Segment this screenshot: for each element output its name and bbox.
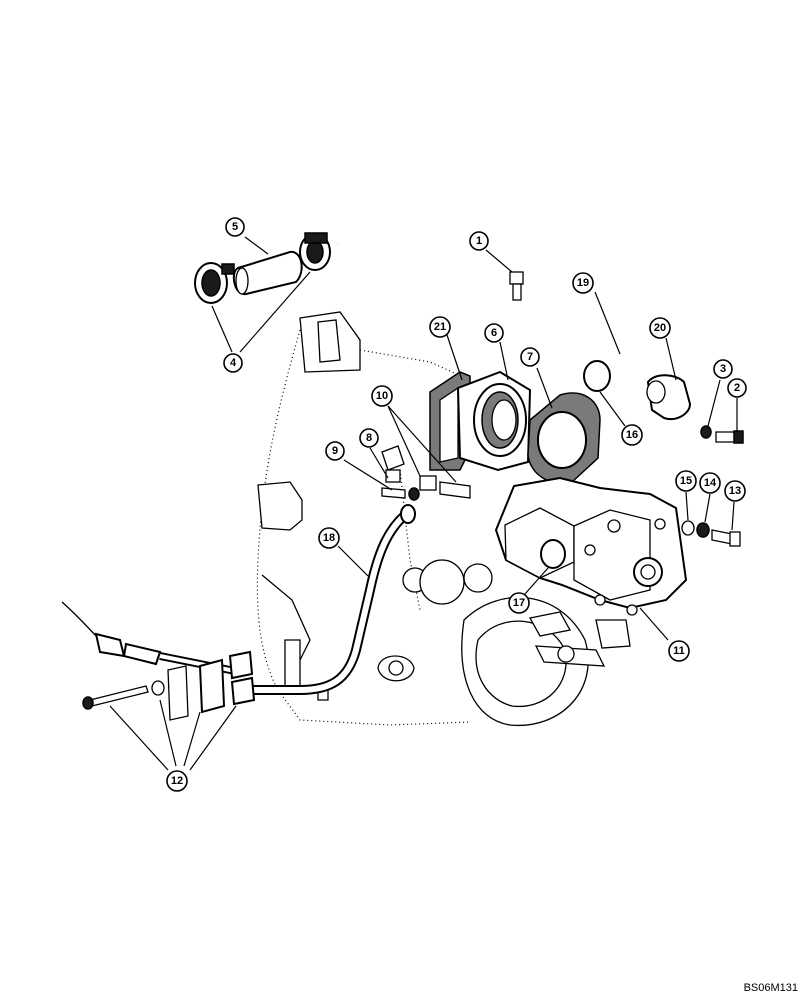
svg-text:3: 3: [720, 363, 726, 375]
adapter-6: [456, 370, 532, 472]
washer-15: [681, 520, 695, 536]
fitting-8: [381, 445, 405, 483]
svg-text:11: 11: [673, 645, 685, 657]
drawing-code: BS06M131: [743, 982, 798, 994]
bolt-2: [715, 430, 744, 444]
svg-text:15: 15: [680, 475, 692, 487]
svg-text:10: 10: [376, 390, 388, 402]
tube-end-fitting: [61, 601, 241, 676]
hose-clamp-right: [299, 232, 331, 271]
callout-21: 21: [429, 316, 451, 338]
svg-text:1: 1: [476, 235, 482, 247]
callout-13: 13: [724, 480, 746, 502]
lower-tube: [242, 504, 416, 695]
svg-text:13: 13: [729, 485, 741, 497]
svg-text:16: 16: [626, 429, 638, 441]
callout-20: 20: [649, 317, 671, 339]
callout-3: 3: [713, 359, 733, 379]
callout-7: 7: [520, 347, 540, 367]
callout-17: 17: [508, 592, 530, 614]
svg-text:6: 6: [491, 327, 497, 339]
callout-18: 18: [318, 527, 340, 549]
bolt-13: [711, 529, 741, 547]
svg-text:14: 14: [704, 477, 717, 489]
leader-lines: [109, 236, 738, 771]
hose-clamp-left: [194, 262, 235, 304]
callout-2: 2: [727, 378, 747, 398]
callout-16: 16: [621, 424, 643, 446]
washer-3: [700, 425, 712, 439]
clamp-assembly-12: [82, 650, 256, 721]
svg-text:4: 4: [230, 357, 237, 369]
callout-15: 15: [675, 470, 697, 492]
svg-text:2: 2: [734, 382, 740, 394]
callout-14: 14: [699, 472, 721, 494]
fitting-9: [381, 487, 420, 501]
fitting-10: [419, 475, 471, 499]
callout-6: 6: [484, 323, 504, 343]
o-ring-16: [583, 360, 611, 392]
washer-14: [696, 522, 710, 538]
pump-11: [494, 476, 688, 667]
svg-text:5: 5: [232, 221, 238, 233]
callout-5: 5: [225, 217, 245, 237]
hose: [232, 250, 303, 296]
bolt-1: [509, 271, 524, 301]
callout-8: 8: [359, 428, 379, 448]
svg-text:20: 20: [654, 322, 666, 334]
svg-text:12: 12: [171, 775, 183, 787]
upper-tube: [337, 222, 659, 393]
o-ring-17: [540, 539, 566, 569]
gasket-7: [527, 392, 601, 485]
svg-text:18: 18: [323, 532, 335, 544]
callout-12: 12: [166, 770, 188, 792]
callout-1: 1: [469, 231, 489, 251]
svg-text:17: 17: [513, 597, 525, 609]
callout-10: 10: [371, 385, 393, 407]
flange-20: [646, 374, 692, 420]
svg-text:8: 8: [366, 432, 372, 444]
svg-text:7: 7: [527, 351, 533, 363]
callout-4: 4: [223, 353, 243, 373]
callout-11: 11: [668, 640, 690, 662]
callout-9: 9: [325, 441, 345, 461]
svg-text:19: 19: [577, 277, 589, 289]
svg-text:21: 21: [434, 321, 446, 333]
callout-19: 19: [572, 272, 594, 294]
svg-text:9: 9: [332, 445, 338, 457]
